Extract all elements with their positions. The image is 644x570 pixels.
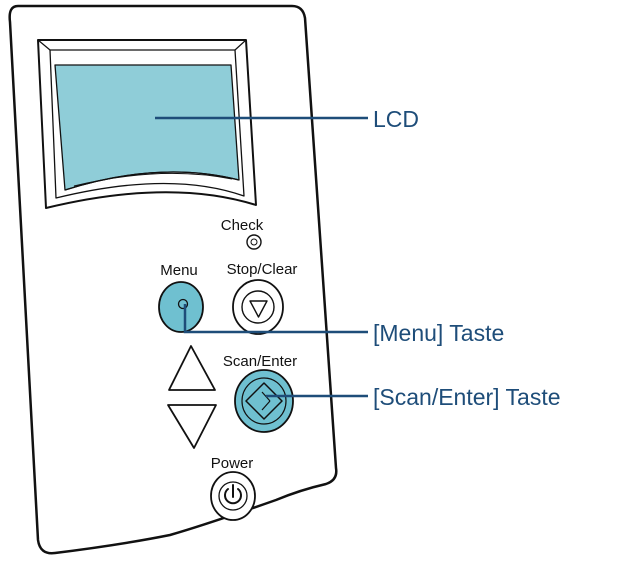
power-label: Power — [211, 455, 254, 472]
power-button[interactable] — [210, 471, 256, 521]
arrow-up-button[interactable] — [168, 345, 216, 391]
menu-button[interactable] — [158, 281, 204, 333]
lcd-screen — [54, 64, 240, 191]
stop-clear-icon — [249, 300, 268, 318]
lcd-bevel-top-right — [234, 39, 247, 51]
stop-clear-button[interactable] — [232, 279, 284, 335]
lcd-callout-label: LCD — [373, 106, 419, 132]
menu-dot-icon — [177, 298, 189, 310]
stop-clear-label: Stop/Clear — [227, 261, 298, 278]
lcd-bevel-top-left — [37, 39, 51, 51]
scan-enter-button[interactable] — [234, 369, 294, 433]
menu-callout-line — [183, 304, 368, 334]
lcd-bezel-inner — [49, 49, 245, 199]
menu-key-callout-label: [Menu] Taste — [373, 320, 504, 346]
power-icon — [224, 484, 242, 505]
arrow-down-button[interactable] — [167, 404, 217, 449]
menu-label: Menu — [160, 262, 198, 279]
lcd-screen-lower-curve — [64, 171, 240, 191]
lcd-screen-lower-curve-2 — [73, 172, 233, 187]
scan-enter-key-callout-label: [Scan/Enter] Taste — [373, 384, 561, 410]
check-label: Check — [221, 217, 264, 234]
check-led-icon — [246, 234, 262, 250]
scan-enter-label: Scan/Enter — [223, 353, 297, 370]
